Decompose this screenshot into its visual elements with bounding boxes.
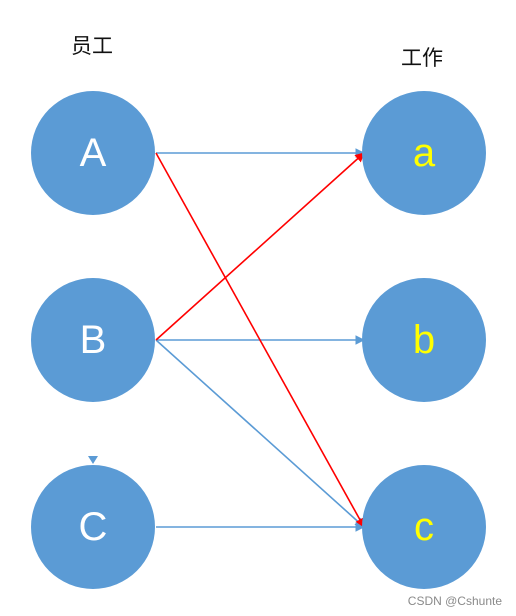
watermark-text: CSDN @Cshunte bbox=[407, 594, 502, 608]
job-node-label: b bbox=[412, 318, 436, 362]
employee-node-a: A bbox=[31, 91, 155, 215]
job-node-a: a bbox=[362, 91, 486, 215]
stray-triangle-mark bbox=[88, 456, 98, 464]
employee-node-label: B bbox=[79, 318, 107, 362]
edge-B-to-c bbox=[155, 339, 365, 528]
jobs-column-title: 工作 bbox=[401, 46, 443, 70]
job-node-label: c bbox=[414, 505, 434, 549]
edge-A-to-c bbox=[155, 152, 365, 528]
employee-node-b: B bbox=[31, 278, 155, 402]
employee-node-label: C bbox=[78, 505, 108, 549]
edge-B-to-a bbox=[155, 152, 365, 341]
job-node-b: b bbox=[362, 278, 486, 402]
employees-column-title: 员工 bbox=[71, 34, 113, 58]
employee-node-c: C bbox=[31, 465, 155, 589]
job-node-label: a bbox=[412, 131, 436, 175]
employee-node-label: A bbox=[79, 131, 107, 175]
job-node-c: c bbox=[362, 465, 486, 589]
